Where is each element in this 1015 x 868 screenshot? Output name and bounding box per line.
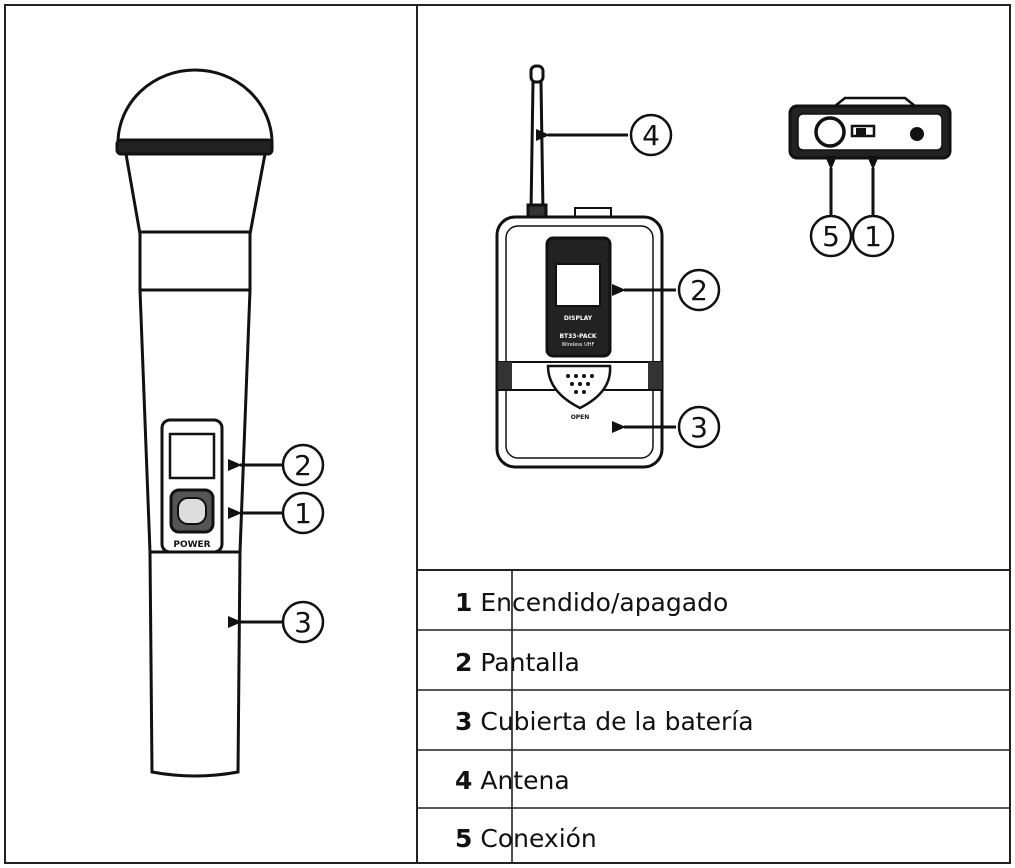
pack-callout-display: 2 <box>690 274 708 307</box>
top-callout-connection: 5 <box>822 220 840 253</box>
pack-model-sub-label: Wireless UHF <box>562 342 595 348</box>
legend-row-4: 4 Antena <box>455 768 570 793</box>
pack-top-view <box>788 96 952 160</box>
legend-number: 1 <box>455 588 473 617</box>
legend-number: 4 <box>455 766 473 795</box>
top-led <box>910 127 924 141</box>
mic-collar <box>138 230 252 292</box>
legend-row-3: 3 Cubierta de la batería <box>455 709 754 734</box>
legend-number: 3 <box>455 707 473 736</box>
pack-open-label: OPEN <box>571 414 590 421</box>
pack-callouts <box>536 113 721 449</box>
legend-label: Pantalla <box>480 648 580 677</box>
antenna-tip <box>529 64 545 84</box>
antenna <box>529 80 545 214</box>
mic-power-label: POWER <box>173 540 210 550</box>
legend-label: Encendido/apagado <box>480 588 729 617</box>
mic-callout-power: 1 <box>294 497 312 530</box>
mic-neck <box>124 152 267 236</box>
mic-callout-display: 2 <box>294 449 312 482</box>
mic-ring <box>115 138 274 156</box>
pack-callout-battery: 3 <box>690 411 708 444</box>
pack-display-window <box>555 263 601 307</box>
legend-table <box>417 570 1010 863</box>
legend-row-1: 1 Encendido/apagado <box>455 590 728 615</box>
top-view-callouts <box>809 156 895 258</box>
top-callout-power: 1 <box>864 220 882 253</box>
legend-number: 5 <box>455 824 473 853</box>
mic-display-window <box>168 432 216 480</box>
legend-label: Cubierta de la batería <box>480 707 754 736</box>
battery-latch-vents <box>566 374 594 394</box>
frame <box>4 4 1011 864</box>
pack-callout-antenna: 4 <box>642 119 660 152</box>
mic-callouts <box>228 443 325 644</box>
legend-label: Conexión <box>480 824 597 853</box>
legend-number: 2 <box>455 648 473 677</box>
legend-row-5: 5 Conexión <box>455 826 597 851</box>
connection-jack <box>814 116 846 148</box>
mic-handle <box>148 550 242 778</box>
mic-callout-battery: 3 <box>294 606 312 639</box>
battery-latch <box>546 364 612 410</box>
mic-grille <box>116 68 274 145</box>
legend-label: Antena <box>480 766 570 795</box>
legend-row-2: 2 Pantalla <box>455 650 580 675</box>
handheld-microphone <box>115 68 274 778</box>
pack-model-label: BT33-PACK <box>559 333 596 340</box>
pack-display-label: DISPLAY <box>564 315 593 322</box>
